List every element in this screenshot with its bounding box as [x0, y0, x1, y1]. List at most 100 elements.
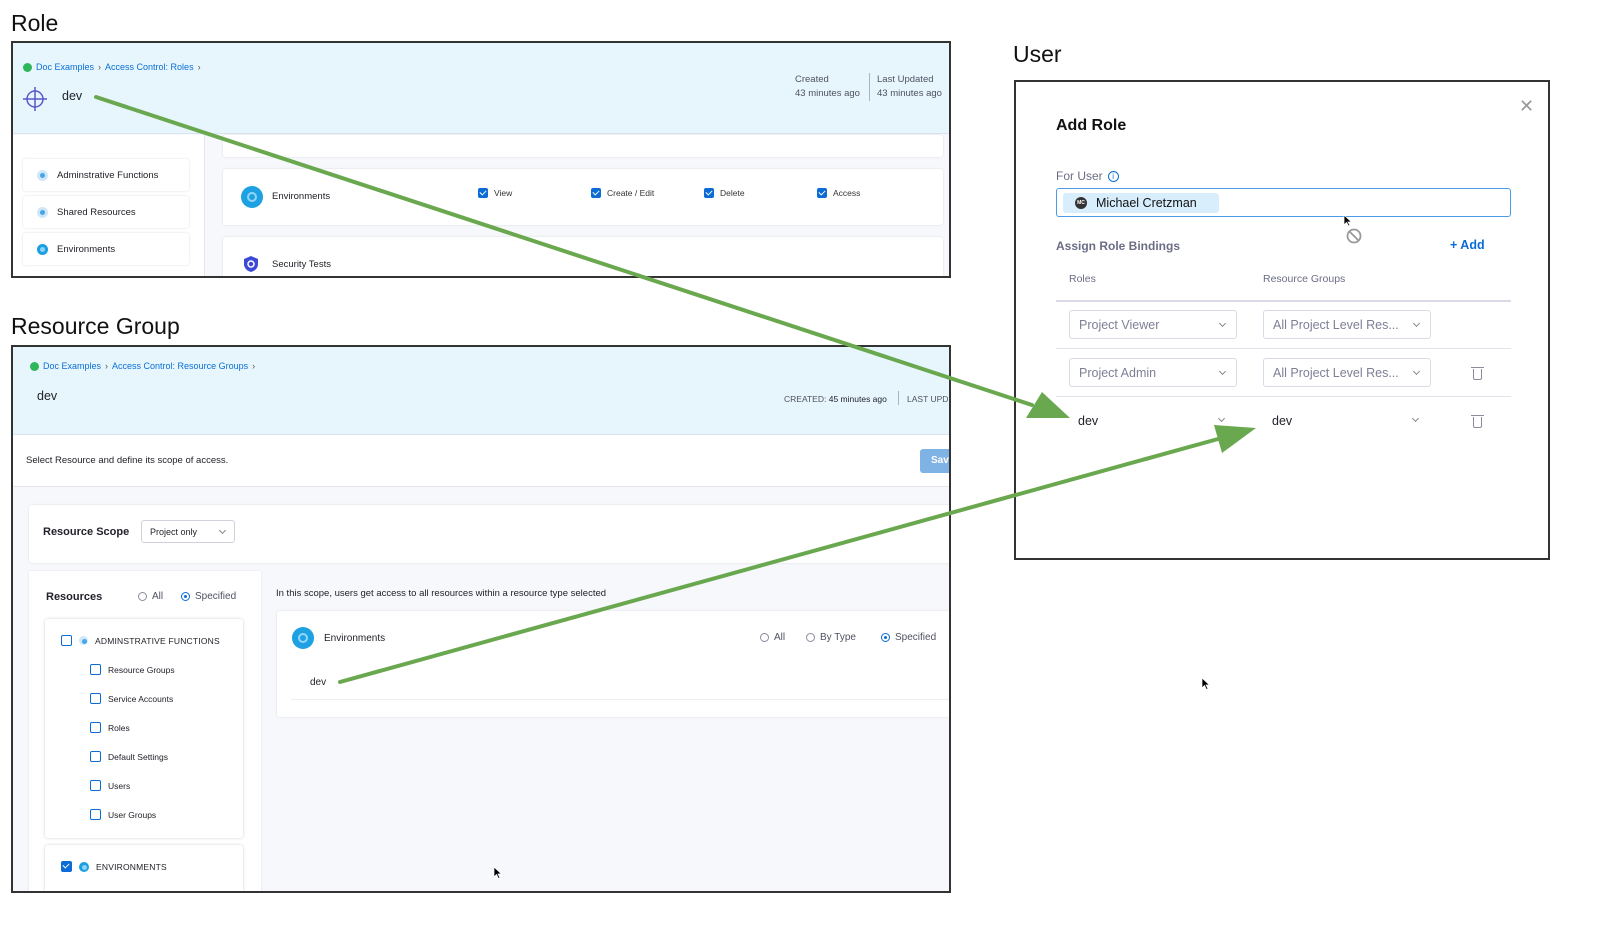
permission-view[interactable]: View — [478, 188, 512, 198]
resource-group-screenshot: Doc Examples › Access Control: Resource … — [11, 345, 951, 893]
breadcrumb-access-control-roles[interactable]: Access Control: Roles — [105, 62, 194, 72]
checkbox-administrative-functions[interactable] — [61, 635, 72, 646]
radio-specified[interactable] — [881, 633, 890, 642]
trash-icon[interactable] — [1471, 367, 1484, 380]
user-input[interactable]: MC Michael Cretzman — [1056, 188, 1511, 217]
crosshair-icon — [23, 87, 47, 111]
page-title: dev — [37, 389, 58, 403]
project-logo-icon — [30, 361, 39, 371]
chevron-down-icon — [1412, 367, 1421, 376]
checkbox[interactable] — [90, 751, 101, 762]
env-option-all[interactable]: All — [760, 632, 785, 643]
created-value: 43 minutes ago — [795, 88, 860, 99]
select-value: All Project Level Res... — [1273, 317, 1399, 332]
option-label: Specified — [895, 632, 937, 643]
environments-card: Environments All By Type Specified dev — [277, 611, 949, 717]
checkbox-create-edit[interactable] — [591, 188, 601, 198]
chevron-down-icon — [1412, 319, 1421, 328]
sidebar-item-shared-resources[interactable]: Shared Resources — [23, 196, 189, 228]
sidebar-item-label: Environments — [57, 243, 116, 255]
role-select-project-admin[interactable]: Project Admin — [1069, 358, 1237, 387]
checkbox[interactable] — [90, 722, 101, 733]
tree-item-resource-groups[interactable]: Resource Groups — [90, 664, 175, 675]
radio-all[interactable] — [138, 592, 147, 601]
env-option-by-type[interactable]: By Type — [806, 632, 856, 643]
sidebar-item-label: Shared Resources — [57, 206, 136, 218]
resource-scope-select[interactable]: Project only — [141, 520, 235, 543]
mouse-cursor-icon — [1201, 677, 1211, 690]
created-meta: Created 43 minutes ago — [795, 73, 860, 101]
checkbox-access[interactable] — [817, 188, 827, 198]
tree-item-service-accounts[interactable]: Service Accounts — [90, 693, 173, 704]
trash-icon[interactable] — [1471, 415, 1484, 428]
created-value: 45 minutes ago — [828, 394, 887, 404]
radio-by-type[interactable] — [806, 633, 815, 642]
checkbox[interactable] — [90, 809, 101, 820]
info-icon[interactable]: i — [1107, 170, 1119, 182]
environments-tree: ENVIRONMENTS — [45, 845, 243, 891]
tree-group-administrative-functions[interactable]: ADMINSTRATIVE FUNCTIONS — [61, 635, 220, 646]
checkbox[interactable] — [90, 664, 101, 675]
permission-row-environments: Environments View Create / Edit Delete A… — [223, 169, 943, 225]
permission-create-edit[interactable]: Create / Edit — [591, 188, 654, 198]
resources-option-specified[interactable]: Specified — [181, 591, 236, 602]
checkbox-delete[interactable] — [704, 188, 714, 198]
label-resource-group: Resource Group — [11, 313, 180, 339]
radio-all[interactable] — [760, 633, 769, 642]
modal-title: Add Role — [1056, 117, 1127, 134]
chevron-right-icon: › — [98, 62, 102, 72]
role-select-project-viewer[interactable]: Project Viewer — [1069, 310, 1237, 339]
env-option-specified[interactable]: Specified — [881, 632, 936, 643]
tree-item-label: Roles — [108, 722, 130, 733]
permission-access[interactable]: Access — [817, 188, 860, 198]
resource-group-select-row-2[interactable]: All Project Level Res... — [1263, 358, 1431, 387]
role-select-dev[interactable]: dev — [1069, 406, 1237, 435]
breadcrumb: Doc Examples › Access Control: Roles › — [23, 62, 201, 72]
resource-group-select-dev[interactable]: dev — [1263, 406, 1431, 435]
permission-label: Access — [833, 188, 861, 198]
divider — [869, 73, 870, 101]
created-label: CREATED: — [784, 394, 827, 404]
option-label: Specified — [195, 591, 237, 602]
save-button[interactable]: Sav — [920, 449, 949, 473]
option-label: All — [774, 632, 786, 643]
checkbox[interactable] — [90, 780, 101, 791]
breadcrumb-doc-examples[interactable]: Doc Examples — [43, 361, 102, 371]
tree-group-environments[interactable]: ENVIRONMENTS — [61, 861, 167, 872]
user-chip[interactable]: MC Michael Cretzman — [1063, 193, 1219, 213]
sidebar-item-environments[interactable]: Environments — [23, 233, 189, 265]
administrative-functions-icon — [37, 169, 48, 181]
checkbox[interactable] — [90, 693, 101, 704]
resource-group-select-row-1[interactable]: All Project Level Res... — [1263, 310, 1431, 339]
radio-specified[interactable] — [181, 592, 190, 601]
divider — [291, 699, 949, 700]
permission-delete[interactable]: Delete — [704, 188, 745, 198]
resource-scope-card: Resource Scope Project only — [29, 505, 949, 563]
role-header: Doc Examples › Access Control: Roles › d… — [13, 43, 949, 134]
divider — [1056, 348, 1511, 349]
resources-option-all[interactable]: All — [138, 591, 163, 602]
tree-item-user-groups[interactable]: User Groups — [90, 809, 156, 820]
updated-meta: Last Updated 43 minutes ago — [877, 73, 942, 101]
checkbox-view[interactable] — [478, 188, 488, 198]
resource-scope-label: Resource Scope — [43, 526, 130, 538]
tree-item-roles[interactable]: Roles — [90, 722, 130, 733]
created-label: Created — [795, 74, 829, 85]
chevron-right-icon: › — [197, 62, 201, 72]
environment-item-dev[interactable]: dev — [310, 677, 327, 688]
select-value: Project only — [150, 526, 198, 537]
tree-item-users[interactable]: Users — [90, 780, 130, 791]
avatar: MC — [1075, 197, 1087, 209]
sidebar-item-administrative-functions[interactable]: Adminstrative Functions — [23, 159, 189, 191]
close-icon[interactable]: ✕ — [1519, 96, 1535, 117]
checkbox-environments[interactable] — [61, 861, 72, 872]
add-binding-button[interactable]: + Add — [1450, 238, 1485, 252]
permission-label: Create / Edit — [607, 188, 655, 198]
select-value: dev — [1272, 413, 1293, 428]
breadcrumb-access-control-resource-groups[interactable]: Access Control: Resource Groups — [112, 361, 249, 371]
tree-item-label: Resource Groups — [108, 664, 175, 675]
breadcrumb-doc-examples[interactable]: Doc Examples — [36, 62, 95, 72]
tree-item-default-settings[interactable]: Default Settings — [90, 751, 168, 762]
chevron-right-icon: › — [252, 361, 256, 371]
chevron-down-icon — [1218, 367, 1227, 376]
